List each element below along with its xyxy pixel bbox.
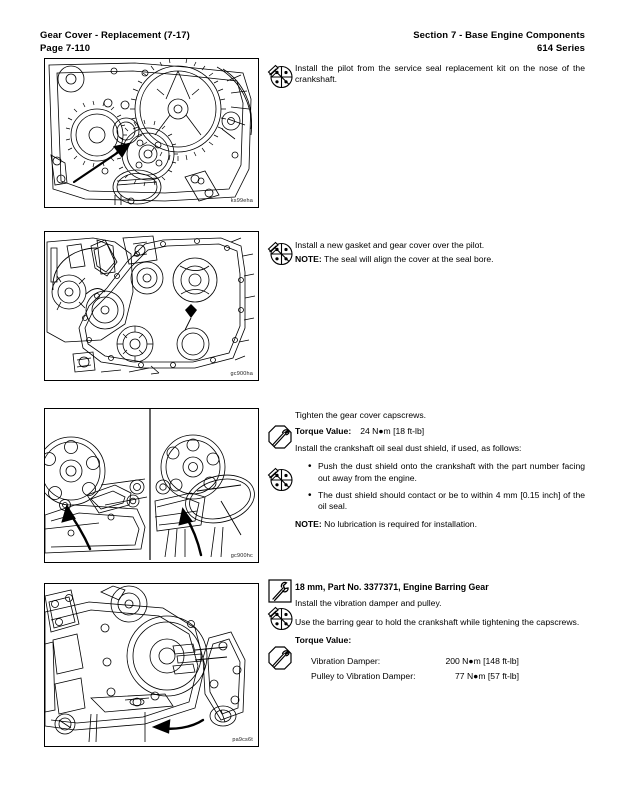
note-label-3: NOTE:	[295, 518, 322, 529]
torque-value-3: 24 N●m [18 ft-lb]	[360, 426, 425, 437]
torque-wrench-icon	[267, 645, 293, 671]
header-title: Gear Cover - Replacement (7-17)	[40, 30, 190, 41]
text-block-4: 18 mm, Part No. 3377371, Engine Barring …	[295, 582, 585, 684]
step-2-note: NOTE: The seal will align the cover at t…	[295, 254, 585, 265]
step-3-body: Install the crankshaft oil seal dust shi…	[295, 442, 522, 453]
torque-row-name: Vibration Damper:	[311, 655, 381, 666]
callout-arrow-right	[178, 507, 203, 557]
figure-2-caption: gc900ha	[230, 371, 253, 377]
table-row: Vibration Damper: 200 N●m [148 ft-lb]	[311, 654, 519, 669]
note-text-3: No lubrication is required for installat…	[324, 518, 477, 529]
callout-arrow-left	[61, 504, 92, 551]
step-4-line1: Install the vibration damper and pulley.	[295, 598, 442, 609]
figure-4-illustration	[45, 585, 246, 743]
torque-label-3: Torque Value:	[295, 426, 352, 437]
torque-row-value: 200 N●m [148 ft-lb]	[445, 655, 519, 666]
text-block-1: Install the pilot from the service seal …	[295, 63, 585, 93]
figure-3-illustration	[45, 409, 255, 560]
callout-arrow-1	[72, 142, 132, 184]
gasket-kit-icon	[267, 466, 293, 492]
page-header: Gear Cover - Replacement (7-17) Page 7-1…	[40, 30, 585, 55]
text-block-2: Install a new gasket and gear cover over…	[295, 240, 585, 273]
wrench-icon	[267, 578, 293, 604]
gasket-kit-icon	[267, 605, 293, 631]
note-label-2: NOTE:	[295, 254, 322, 265]
table-row: Pulley to Vibration Damper: 77 N●m [57 f…	[311, 669, 519, 684]
step-4-line2: Use the barring gear to hold the cranksh…	[295, 616, 580, 627]
figure-4-caption: pa9cs6t	[232, 737, 253, 743]
figure-3: gc900hc	[44, 408, 259, 563]
figure-3-caption: gc900hc	[230, 553, 253, 559]
step-3-torque: Torque Value: 24 N●m [18 ft-lb]	[295, 426, 585, 437]
figure-1: ks99eha	[44, 58, 259, 208]
step-2-text: Install a new gasket and gear cover over…	[295, 240, 485, 250]
header-right: Section 7 - Base Engine Components 614 S…	[413, 30, 585, 55]
torque-row-value: 77 N●m [57 ft-lb]	[455, 670, 519, 681]
callout-arrow-4	[151, 718, 205, 734]
gasket-kit-icon	[267, 240, 293, 266]
step-3-note: NOTE: No lubrication is required for ins…	[295, 519, 585, 530]
figure-2-illustration	[46, 235, 256, 375]
text-block-3: Tighten the gear cover capscrews. Torque…	[295, 410, 585, 537]
torque-wrench-icon	[267, 424, 293, 450]
list-item: Push the dust shield onto the crankshaft…	[308, 461, 585, 484]
gasket-kit-icon	[267, 63, 293, 89]
figure-2: gc900ha	[44, 231, 259, 381]
torque-label-4: Torque Value:	[295, 635, 352, 646]
header-left: Gear Cover - Replacement (7-17) Page 7-1…	[40, 30, 190, 55]
figure-1-illustration	[48, 59, 252, 205]
header-section: Section 7 - Base Engine Components	[413, 30, 585, 41]
step-3-bullet-list: Push the dust shield onto the crankshaft…	[295, 461, 585, 513]
torque-table-4: Vibration Damper: 200 N●m [148 ft-lb] Pu…	[311, 654, 519, 684]
figure-1-caption: ks99eha	[230, 198, 253, 204]
header-page-number: Page 7-110	[40, 42, 91, 54]
note-text-2: The seal will align the cover at the sea…	[323, 254, 494, 265]
step-3-intro: Tighten the gear cover capscrews.	[295, 410, 427, 420]
header-series: 614 Series	[536, 42, 585, 54]
torque-row-name: Pulley to Vibration Damper:	[311, 670, 416, 681]
step-1-text: Install the pilot from the service seal …	[295, 63, 585, 85]
tool-spec-4: 18 mm, Part No. 3377371, Engine Barring …	[295, 582, 489, 592]
figure-4: pa9cs6t	[44, 583, 259, 747]
list-item: The dust shield should contact or be to …	[308, 490, 585, 513]
